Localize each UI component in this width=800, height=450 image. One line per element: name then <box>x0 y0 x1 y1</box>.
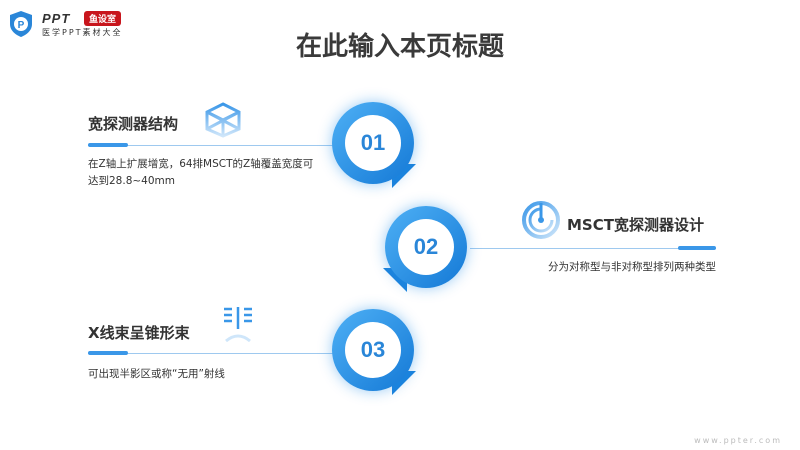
item-2-number: 02 <box>398 219 454 275</box>
scanner-icon <box>522 201 560 239</box>
shield-logo-icon: P <box>10 11 32 37</box>
page-title: 在此输入本页标题 <box>295 32 504 62</box>
item-3-number: 03 <box>345 322 401 378</box>
logo: P PPT 鱼设室 医学PPT素材大全 <box>8 8 158 38</box>
xray-beam-icon <box>224 307 252 343</box>
footer-url: www.ppter.com <box>694 436 782 445</box>
item-1-badge: 01 <box>332 102 432 202</box>
item-1-accent-bar <box>88 143 128 147</box>
svg-text:P: P <box>18 20 25 31</box>
item-3-heading: X线束呈锥形束 <box>88 324 190 342</box>
item-1-divider <box>88 145 348 146</box>
item-3-accent-bar <box>88 351 128 355</box>
item-1-heading: 宽探测器结构 <box>88 115 179 133</box>
logo-badge: 鱼设室 <box>84 11 122 26</box>
item-3-divider <box>88 353 348 354</box>
item-1-text: 在Z轴上扩展增宽，64排MSCT的Z轴覆盖宽度可达到28.8~40mm <box>88 158 314 187</box>
item-2-text: 分为对称型与非对称型排列两种类型 <box>548 261 716 273</box>
cube-icon <box>205 102 241 138</box>
item-2-badge: 02 <box>383 206 485 306</box>
item-2-divider <box>470 248 716 249</box>
item-1-number: 01 <box>345 115 401 171</box>
logo-tagline: 医学PPT素材大全 <box>42 28 123 37</box>
item-2-accent-bar <box>678 246 716 250</box>
logo-brand: PPT <box>42 11 71 26</box>
item-2-heading: MSCT宽探测器设计 <box>567 216 704 234</box>
item-3-badge: 03 <box>332 309 432 409</box>
item-3-text: 可出现半影区或称“无用”射线 <box>88 368 225 380</box>
